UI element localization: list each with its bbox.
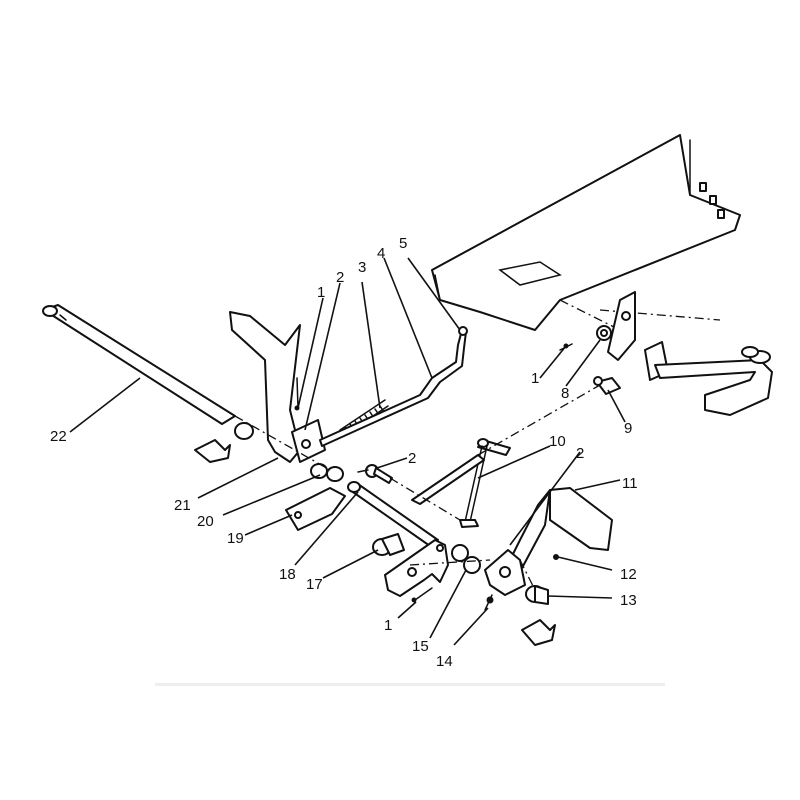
callout-3: 3 [358,259,366,276]
callout-10: 10 [549,433,566,450]
pivot-bracket [596,291,773,416]
callout-2-top: 2 [336,269,344,286]
leader-lines [69,257,626,646]
left-pedal-bracket [194,311,326,463]
callout-8: 8 [561,385,569,402]
callout-18: 18 [279,566,296,583]
center-lines [234,384,601,591]
callout-2-right: 2 [576,445,584,462]
part-22-rod [42,304,236,425]
callout-1-bottom: 1 [384,617,392,634]
part-15-washers [451,544,481,574]
right-foot-bracket [521,619,556,646]
callout-11: 11 [622,475,638,492]
callout-5: 5 [399,235,407,252]
part-13-bushing [525,585,549,605]
part-9-bushing [593,376,621,395]
callout-22: 22 [50,428,67,445]
callout-2-mid: 2 [408,450,416,467]
callout-21: 21 [174,497,191,514]
small-hardware [294,343,573,611]
callout-19: 19 [227,530,244,547]
callout-1-right: 1 [531,370,539,387]
frame-section [431,134,741,331]
part-10-rod [411,438,511,528]
callout-1-top: 1 [317,284,325,301]
callout-13: 13 [620,592,637,609]
part-11-pedal [484,487,613,596]
watermark-bar [155,683,665,686]
callout-20: 20 [197,513,214,530]
part-17-bushing [372,533,405,556]
callout-4: 4 [377,245,385,262]
callout-15: 15 [412,638,429,655]
center-bracket [384,539,449,597]
callout-14: 14 [436,653,453,670]
callouts: 1 2 3 4 5 1 8 9 10 2 11 22 2 21 20 19 18… [50,235,638,670]
part-18-shaft [347,481,439,547]
callout-12: 12 [620,566,637,583]
part-19-plate [285,487,346,531]
callout-17: 17 [306,576,323,593]
callout-9: 9 [624,420,632,437]
